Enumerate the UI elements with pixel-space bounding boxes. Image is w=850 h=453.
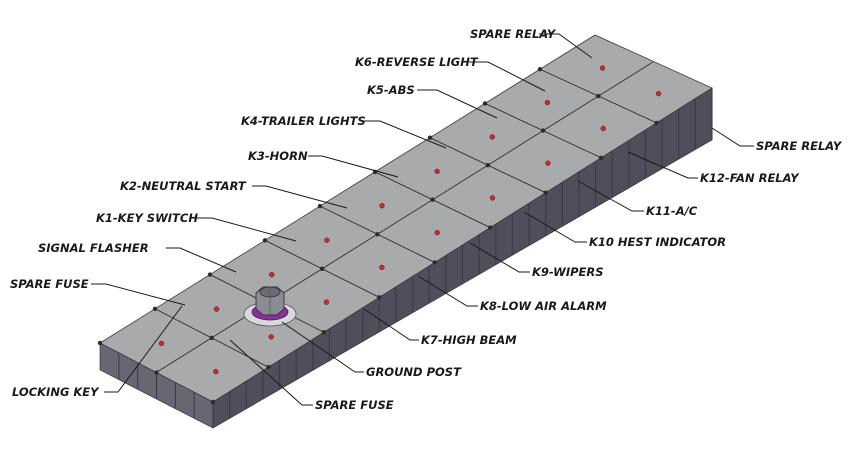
mounting-bolt bbox=[317, 203, 323, 209]
mounting-bolt bbox=[654, 120, 659, 126]
mounting-bolt bbox=[427, 135, 433, 140]
housing-front-ribs bbox=[212, 88, 713, 428]
leader-k10 bbox=[523, 211, 587, 243]
terminal-dot bbox=[379, 203, 385, 209]
mounting-bolt bbox=[488, 225, 493, 230]
ground-post bbox=[243, 286, 297, 327]
mounting-bolt bbox=[432, 260, 437, 265]
label-k7-high-beam: K7-HIGH BEAM bbox=[421, 333, 517, 347]
terminal-dot bbox=[545, 160, 551, 166]
label-spare-relay-right: SPARE RELAY bbox=[756, 139, 843, 153]
center-divider-line bbox=[156, 61, 654, 373]
terminal-dot bbox=[489, 195, 496, 201]
terminal-dot bbox=[599, 65, 606, 71]
leader-k3 bbox=[308, 155, 399, 178]
leader-spare-fuse-left bbox=[91, 283, 186, 306]
label-signal-flasher: SIGNAL FLASHER bbox=[38, 241, 149, 255]
label-k8-low-air-alarm: K8-LOW AIR ALARM bbox=[480, 299, 607, 313]
leader-spare-relay-top bbox=[539, 33, 593, 59]
terminal-dot bbox=[544, 99, 551, 106]
label-spare-fuse-left: SPARE FUSE bbox=[10, 277, 89, 291]
mounting-bolt bbox=[482, 101, 488, 106]
label-k1-key-switch: K1-KEY SWITCH bbox=[96, 211, 198, 225]
leader-k5 bbox=[417, 89, 498, 119]
mounting-bolt bbox=[596, 93, 601, 99]
leader-spare-fuse-bottom bbox=[229, 339, 313, 406]
leader-ground-post bbox=[281, 321, 364, 373]
mounting-bolt bbox=[430, 197, 435, 202]
label-k10-hest-indicator: K10 HEST INDICATOR bbox=[589, 235, 726, 249]
mounting-bolt bbox=[598, 155, 604, 160]
mounting-bolt bbox=[321, 330, 327, 335]
label-ground-post: GROUND POST bbox=[366, 365, 462, 379]
mounting-bolt bbox=[97, 340, 103, 346]
mounting-bolt bbox=[485, 162, 491, 168]
leader-k12 bbox=[627, 151, 698, 179]
terminal-dot bbox=[655, 91, 662, 97]
leader-k9 bbox=[469, 242, 530, 273]
mounting-bolt bbox=[377, 295, 382, 300]
label-k12-fan-relay: K12-FAN RELAY bbox=[700, 171, 800, 185]
label-spare-fuse-bottom: SPARE FUSE bbox=[315, 398, 394, 412]
mounting-bolt bbox=[540, 128, 546, 133]
terminal-dot bbox=[379, 264, 385, 271]
terminal-dot bbox=[489, 134, 495, 140]
leader-k2 bbox=[252, 185, 348, 209]
mounting-bolt bbox=[375, 232, 380, 237]
mounting-bolt bbox=[207, 272, 213, 277]
label-k9-wipers: K9-WIPERS bbox=[532, 265, 604, 279]
terminal-dot bbox=[158, 340, 165, 347]
mounting-bolt bbox=[319, 266, 325, 272]
terminal-dot bbox=[324, 237, 330, 243]
terminal-dot bbox=[434, 230, 440, 236]
label-locking-key: LOCKING KEY bbox=[12, 385, 100, 399]
terminal-dots bbox=[158, 65, 662, 375]
terminal-dot bbox=[434, 168, 440, 175]
terminal-dot bbox=[600, 125, 606, 132]
leader-signal-flasher bbox=[166, 247, 237, 273]
label-k6-reverse-light: K6-REVERSE LIGHT bbox=[355, 55, 479, 69]
mounting-bolt bbox=[262, 238, 268, 243]
label-k4-trailer-lights: K4-TRAILER LIGHTS bbox=[241, 114, 366, 128]
terminal-dot bbox=[213, 368, 219, 375]
leader-k7 bbox=[363, 308, 419, 341]
label-k2-neutral-start: K2-NEUTRAL START bbox=[120, 179, 247, 193]
leader-k8 bbox=[417, 275, 478, 307]
mounting-bolt bbox=[154, 370, 159, 375]
leader-lines bbox=[91, 33, 754, 406]
leader-locking-key bbox=[104, 305, 183, 393]
leader-k11 bbox=[577, 180, 644, 212]
terminal-dot bbox=[269, 271, 275, 278]
housing-end-ribs bbox=[118, 352, 195, 419]
label-k5-abs: K5-ABS bbox=[367, 83, 415, 97]
leader-k6 bbox=[469, 61, 546, 92]
terminal-dot bbox=[213, 306, 220, 312]
label-spare-relay-top: SPARE RELAY bbox=[470, 27, 557, 41]
mounting-bolts bbox=[97, 67, 659, 405]
mounting-bolt bbox=[266, 364, 271, 370]
terminal-dot bbox=[268, 334, 274, 340]
terminal-dot bbox=[323, 299, 330, 305]
label-k11-ac: K11-A/C bbox=[646, 204, 698, 218]
leader-spare-relay-right bbox=[711, 127, 754, 147]
mounting-bolt bbox=[152, 306, 158, 311]
mounting-bolt bbox=[537, 67, 543, 72]
mounting-bolt bbox=[210, 399, 216, 405]
label-k3-horn: K3-HORN bbox=[248, 149, 308, 163]
callout-labels: SPARE RELAY K6-REVERSE LIGHT K5-ABS K4-T… bbox=[10, 27, 843, 412]
leader-k1 bbox=[196, 217, 297, 242]
mounting-bolt bbox=[209, 335, 214, 341]
leader-k4 bbox=[364, 120, 447, 149]
mounting-bolt bbox=[543, 190, 548, 195]
